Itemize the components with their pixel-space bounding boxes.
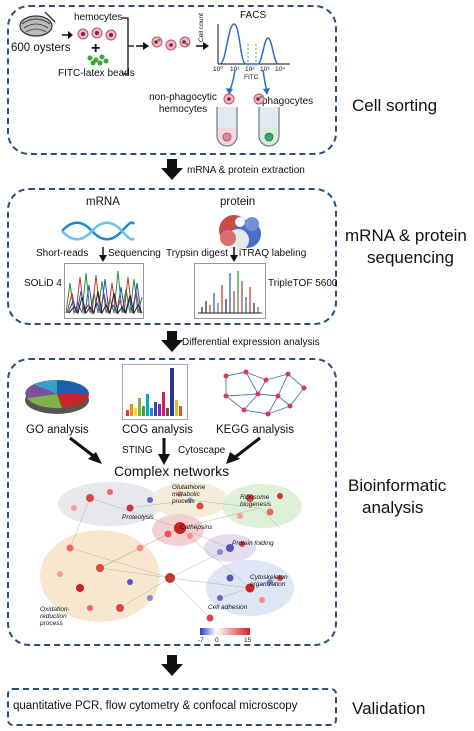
go-analysis-label: GO analysis xyxy=(26,424,89,436)
facs-histogram xyxy=(217,23,290,66)
cluster-cell-adhesion: Cell adhesion xyxy=(208,604,248,611)
facs-label: FACS xyxy=(240,10,267,21)
bracket xyxy=(122,17,134,75)
short-reads-label: Short-reads xyxy=(36,248,89,259)
mass-spectrum-icon xyxy=(194,263,266,319)
cluster-proteolysis: Proteolysis xyxy=(122,514,154,521)
bioinformatic-step-label-1: Bioinformatic xyxy=(348,476,447,495)
facs-x-tick-0: 10⁰ xyxy=(213,66,223,73)
oysters-label: 600 oysters xyxy=(11,42,71,54)
down-arrow-3 xyxy=(161,655,183,676)
latex-beads-icon xyxy=(87,54,109,66)
bioinformatic-panel xyxy=(7,358,337,646)
protein-label: protein xyxy=(220,196,256,208)
facs-y-axis-label: Cell count xyxy=(198,13,205,42)
plus-sign: + xyxy=(91,40,101,57)
facs-x-tick-1: 10¹ xyxy=(230,66,240,73)
cluster-ribosome: Ribosome biogenesis xyxy=(240,494,272,508)
beads-label: FITC-latex beads xyxy=(58,68,135,79)
kegg-network-icon xyxy=(223,369,307,417)
down-arrow-2 xyxy=(161,331,183,352)
facs-x-tick-3: 10³ xyxy=(260,66,270,73)
scale-min: -7 xyxy=(198,637,204,644)
sequencing-panel xyxy=(7,188,337,325)
kegg-analysis-label: KEGG analysis xyxy=(216,424,294,436)
cell-sorting-panel xyxy=(7,5,337,155)
validation-panel xyxy=(7,688,337,726)
cluster-cytoskeleton: Cytoskeleton organization xyxy=(250,574,288,588)
hemocytes-cells-icon xyxy=(77,27,117,41)
cog-bar-chart xyxy=(122,364,188,420)
trypsin-label: Trypsin digest xyxy=(166,248,228,259)
sort-arrows xyxy=(226,69,270,95)
solid-label: SOLiD 4 xyxy=(24,278,62,289)
cog-analysis-label: COG analysis xyxy=(122,424,193,436)
validation-text: quantitative PCR, flow cytometry & confo… xyxy=(13,700,298,712)
mixed-cells-icon xyxy=(151,36,191,51)
scale-zero: 0 xyxy=(215,637,219,644)
phagocytes-label: phagocytes xyxy=(262,96,314,107)
scale-max: 15 xyxy=(244,637,252,644)
itraq-label: iTRAQ labeling xyxy=(239,248,307,259)
arrow-protein-down xyxy=(230,247,238,262)
go-pie-chart xyxy=(25,379,90,414)
tripletof-label: TripleTOF 5600 xyxy=(268,278,338,289)
step2-arrow-label: Differential expression analysis xyxy=(182,337,320,348)
protein-structure-icon xyxy=(219,215,261,251)
cluster-protein-folding: Protein folding xyxy=(232,540,274,547)
complex-networks-title: Complex networks xyxy=(114,463,230,479)
cluster-oxidation-reduction: Oxidation-reduction process xyxy=(40,606,70,627)
non-phagocytic-label-1: non-phagocytic xyxy=(149,92,217,103)
bioinformatic-step-label-2: analysis xyxy=(362,498,424,517)
chromatogram-icon xyxy=(64,263,144,319)
sequencing-label: Sequencing xyxy=(108,248,161,259)
sorted-cell-left xyxy=(223,93,235,105)
sorted-cell-right xyxy=(253,93,265,105)
facs-x-tick-2: 10² xyxy=(245,66,255,73)
convergence-arrows xyxy=(69,436,261,465)
arrow-to-facs xyxy=(196,42,209,50)
facs-x-tick-4: 10⁴ xyxy=(275,66,286,73)
dna-helix-icon xyxy=(61,221,135,241)
test-tube-right-icon xyxy=(258,107,280,147)
arrow-oyster-hemo xyxy=(62,31,73,39)
sequencing-step-label-2: sequencing xyxy=(367,248,454,267)
cytoscape-label: Cytoscape xyxy=(178,445,226,456)
mrna-label: mRNA xyxy=(86,196,120,208)
complex-network-graph xyxy=(40,482,302,622)
cell-sorting-step-label: Cell sorting xyxy=(352,96,438,115)
cluster-cathepsins: Cathepsins xyxy=(180,524,213,531)
step1-arrow-label: mRNA & protein extraction xyxy=(187,165,305,176)
non-phagocytic-label-2: hemocytes xyxy=(158,104,208,115)
cluster-glutathione: Glutathione metabolic process xyxy=(172,484,206,505)
sting-label: STING xyxy=(122,445,153,456)
oyster-icon xyxy=(19,11,56,37)
down-arrow-1 xyxy=(161,159,183,180)
validation-step-label: Validation xyxy=(352,699,426,718)
arrow-mrna-down xyxy=(99,247,107,262)
facs-x-axis-label: FITC xyxy=(244,74,259,81)
sequencing-step-label-1: mRNA & protein xyxy=(345,226,467,245)
hemocytes-label: hemocytes xyxy=(74,12,123,23)
color-scale-bar xyxy=(200,628,250,635)
test-tube-left-icon xyxy=(216,107,238,147)
arrow-to-mixed xyxy=(136,42,149,50)
